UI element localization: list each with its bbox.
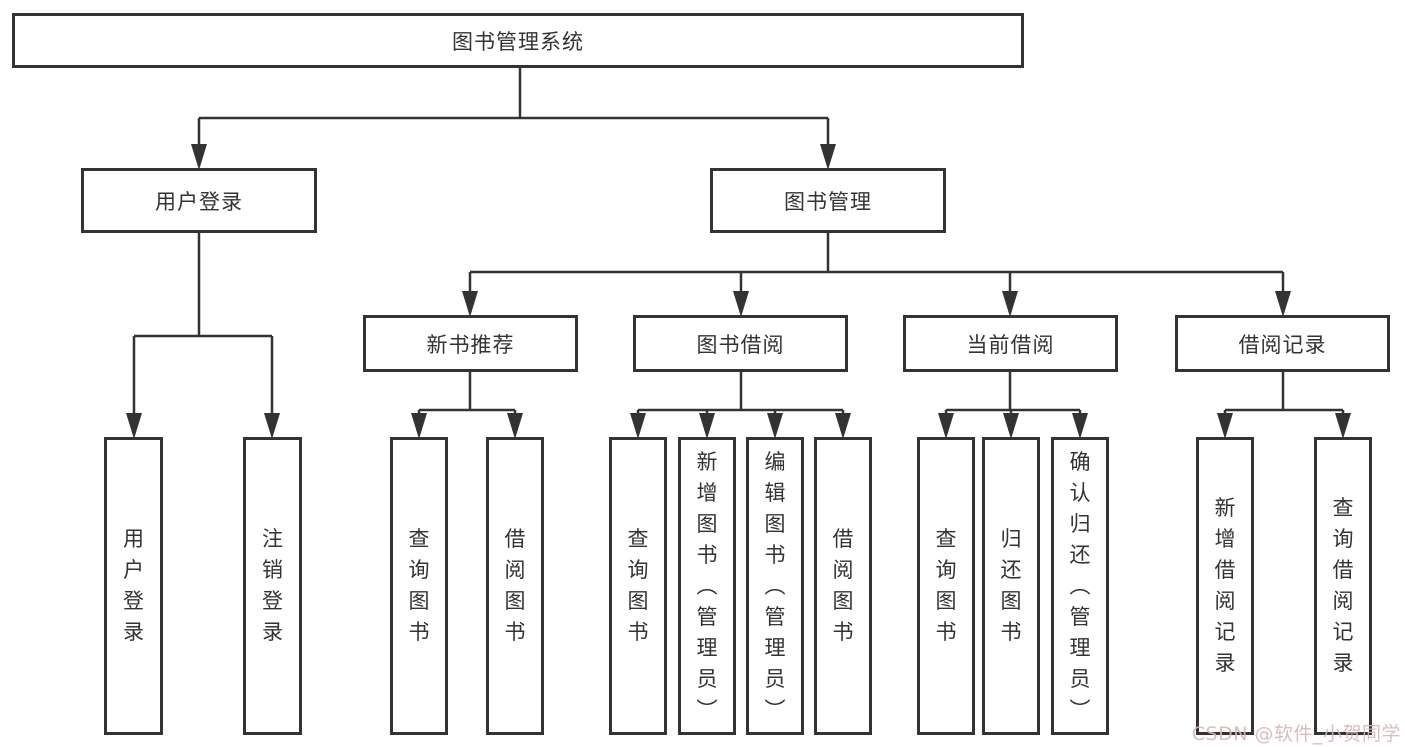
arrow-down-icon <box>699 413 715 439</box>
arrow-down-icon <box>1002 291 1018 317</box>
arrow-down-icon <box>835 413 851 439</box>
leaf-query-borrow-record: 查 询 借 阅 记 录 <box>1314 437 1372 735</box>
node-new-book-recommend-label: 新书推荐 <box>426 332 515 357</box>
leaf-edit-books-admin-label: 编 辑 图 书 ︵ 管 理 员 ︶ <box>764 449 786 722</box>
node-current-borrowing-label: 当前借阅 <box>966 332 1055 357</box>
arrow-down-icon <box>938 413 954 439</box>
leaf-add-borrow-record: 新 增 借 阅 记 录 <box>1196 437 1254 735</box>
leaf-return-books-label: 归 还 图 书 <box>1000 527 1022 644</box>
arrowheads <box>126 144 1351 439</box>
node-book-borrowing-label: 图书借阅 <box>696 332 785 357</box>
leaf-confirm-return-admin: 确 认 归 还 ︵ 管 理 员 ︶ <box>1051 437 1109 735</box>
tree-edges <box>132 66 1345 419</box>
arrow-down-icon <box>507 413 523 439</box>
node-borrowing-records: 借阅记录 <box>1175 315 1390 372</box>
node-new-book-recommend: 新书推荐 <box>363 315 578 372</box>
arrow-down-icon <box>264 413 280 439</box>
node-user-login-label: 用户登录 <box>155 189 243 214</box>
leaf-query-books-recommend: 查 询 图 书 <box>390 437 448 735</box>
arrow-down-icon <box>1275 291 1291 317</box>
node-book-management: 图书管理 <box>710 168 946 233</box>
leaf-logout-label: 注 销 登 录 <box>262 527 283 644</box>
leaf-confirm-return-admin-label: 确 认 归 还 ︵ 管 理 员 ︶ <box>1069 449 1091 722</box>
leaf-add-books-admin: 新 增 图 书 ︵ 管 理 员 ︶ <box>678 437 736 735</box>
leaf-edit-books-admin: 编 辑 图 书 ︵ 管 理 员 ︶ <box>746 437 804 735</box>
arrow-down-icon <box>1072 413 1088 439</box>
leaf-user-login: 用 户 登 录 <box>104 437 163 735</box>
leaf-query-books-current-label: 查 询 图 书 <box>935 527 957 644</box>
arrow-down-icon <box>820 144 836 170</box>
arrow-down-icon <box>191 144 207 170</box>
arrow-down-icon <box>733 291 749 317</box>
leaf-add-books-admin-label: 新 增 图 书 ︵ 管 理 员 ︶ <box>696 449 718 722</box>
arrow-down-icon <box>1335 413 1351 439</box>
arrow-down-icon <box>1003 413 1019 439</box>
node-library-management-system: 图书管理系统 <box>12 13 1024 68</box>
leaf-add-borrow-record-label: 新 增 借 阅 记 录 <box>1214 496 1236 675</box>
arrow-down-icon <box>630 413 646 439</box>
leaf-query-borrow-record-label: 查 询 借 阅 记 录 <box>1332 496 1354 675</box>
node-book-borrowing: 图书借阅 <box>633 315 848 372</box>
leaf-borrow-books-recommend: 借 阅 图 书 <box>486 437 544 735</box>
node-borrowing-records-label: 借阅记录 <box>1238 332 1327 357</box>
node-user-login: 用户登录 <box>81 168 317 233</box>
arrow-down-icon <box>1217 413 1233 439</box>
leaf-query-books-current: 查 询 图 书 <box>917 437 975 735</box>
arrow-down-icon <box>462 291 478 317</box>
node-library-management-system-label: 图书管理系统 <box>452 29 584 54</box>
arrow-down-icon <box>126 413 142 439</box>
leaf-return-books: 归 还 图 书 <box>982 437 1040 735</box>
leaf-query-books-borrowing-label: 查 询 图 书 <box>627 527 649 644</box>
node-book-management-label: 图书管理 <box>784 189 872 214</box>
leaf-borrow-books-recommend-label: 借 阅 图 书 <box>504 527 526 644</box>
node-current-borrowing: 当前借阅 <box>903 315 1118 372</box>
leaf-query-books-borrowing: 查 询 图 书 <box>609 437 667 735</box>
arrow-down-icon <box>411 413 427 439</box>
leaf-borrow-books-borrowing-label: 借 阅 图 书 <box>832 527 854 644</box>
leaf-logout: 注 销 登 录 <box>243 437 302 735</box>
leaf-user-login-label: 用 户 登 录 <box>123 527 144 644</box>
leaf-borrow-books-borrowing: 借 阅 图 书 <box>814 437 872 735</box>
arrow-down-icon <box>767 413 783 439</box>
leaf-query-books-recommend-label: 查 询 图 书 <box>408 527 430 644</box>
